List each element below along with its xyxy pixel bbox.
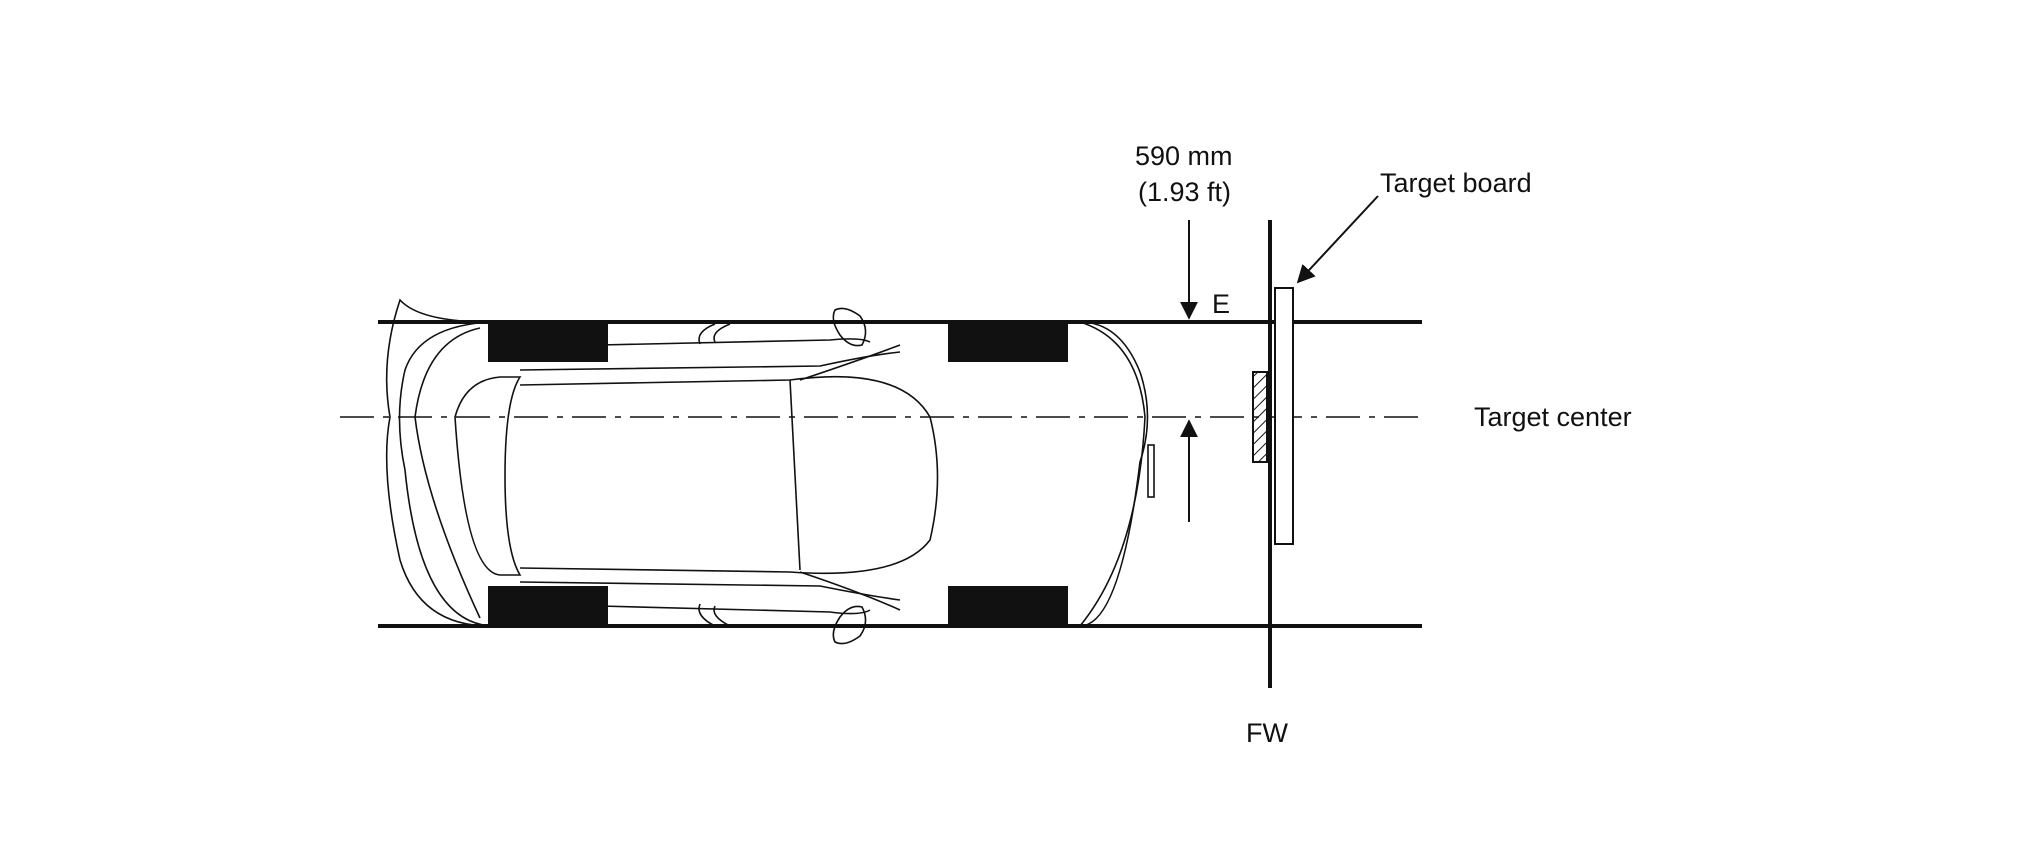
vehicle-top-view-icon (385, 298, 1155, 645)
dimension-letter-label: E (1212, 289, 1231, 319)
target-board-icon (1274, 287, 1294, 545)
target-mark (1252, 371, 1268, 463)
front-left-tire (948, 320, 1068, 362)
rear-left-tire (488, 320, 608, 362)
rear-right-tire (488, 586, 608, 628)
target-board-label: Target board (1380, 168, 1532, 198)
fw-label: FW (1246, 718, 1288, 748)
front-right-tire (948, 586, 1068, 628)
dimension-ft-label: (1.93 ft) (1138, 177, 1232, 207)
target-center-label: Target center (1474, 402, 1632, 432)
dimension-mm-label: 590 mm (1135, 141, 1233, 171)
target-board-arrow-icon (1296, 195, 1379, 284)
